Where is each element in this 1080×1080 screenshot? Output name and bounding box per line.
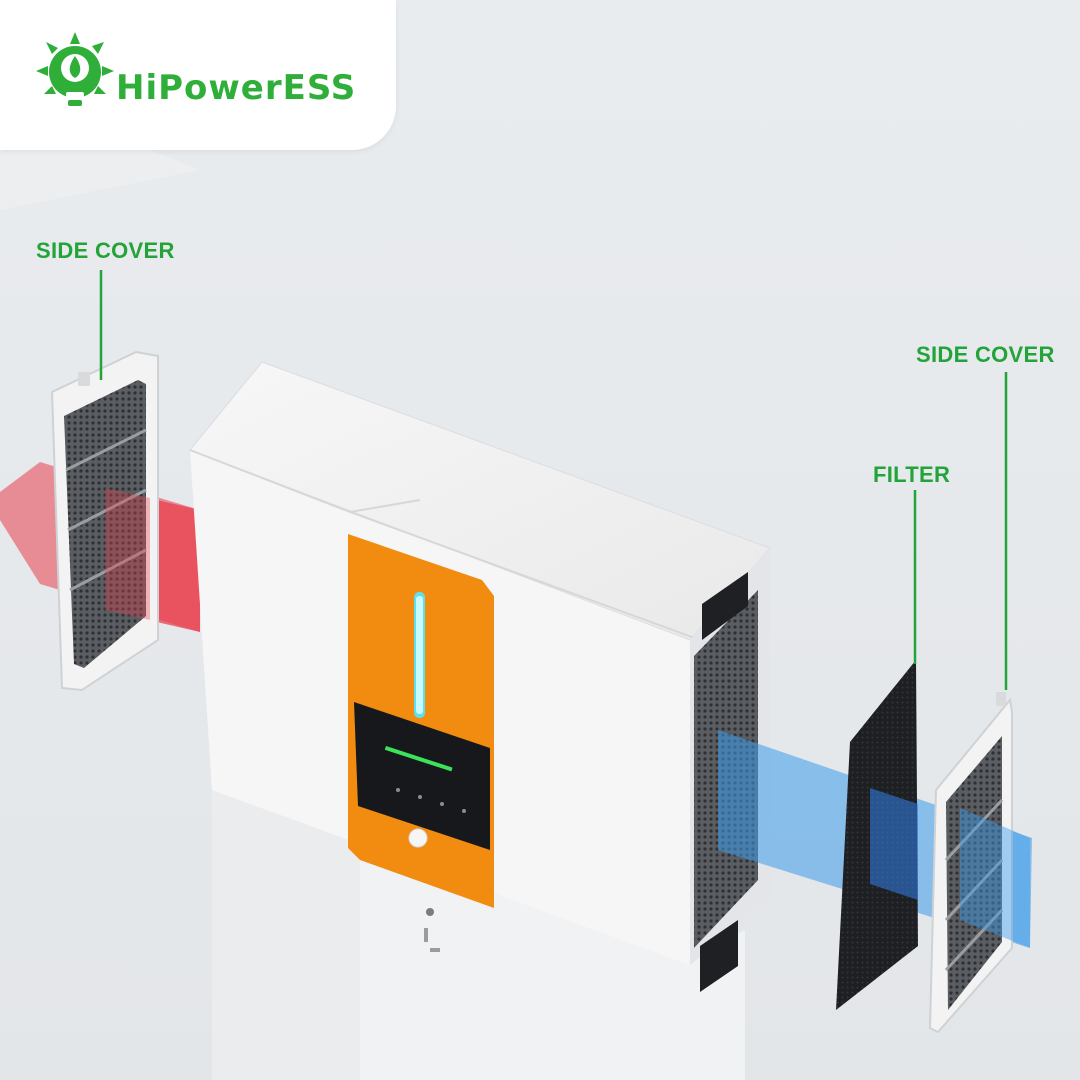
label-filter: FILTER <box>873 462 951 487</box>
brand-name: HiPowerESS <box>116 68 357 108</box>
bulb-logo-icon <box>36 32 114 106</box>
label-side-cover-right: SIDE COVER <box>916 342 1055 367</box>
right-side-cover <box>928 692 1013 1034</box>
left-side-cover <box>50 350 159 692</box>
label-side-cover-left: SIDE COVER <box>36 238 175 263</box>
logo-card: HiPowerESS <box>0 0 396 150</box>
